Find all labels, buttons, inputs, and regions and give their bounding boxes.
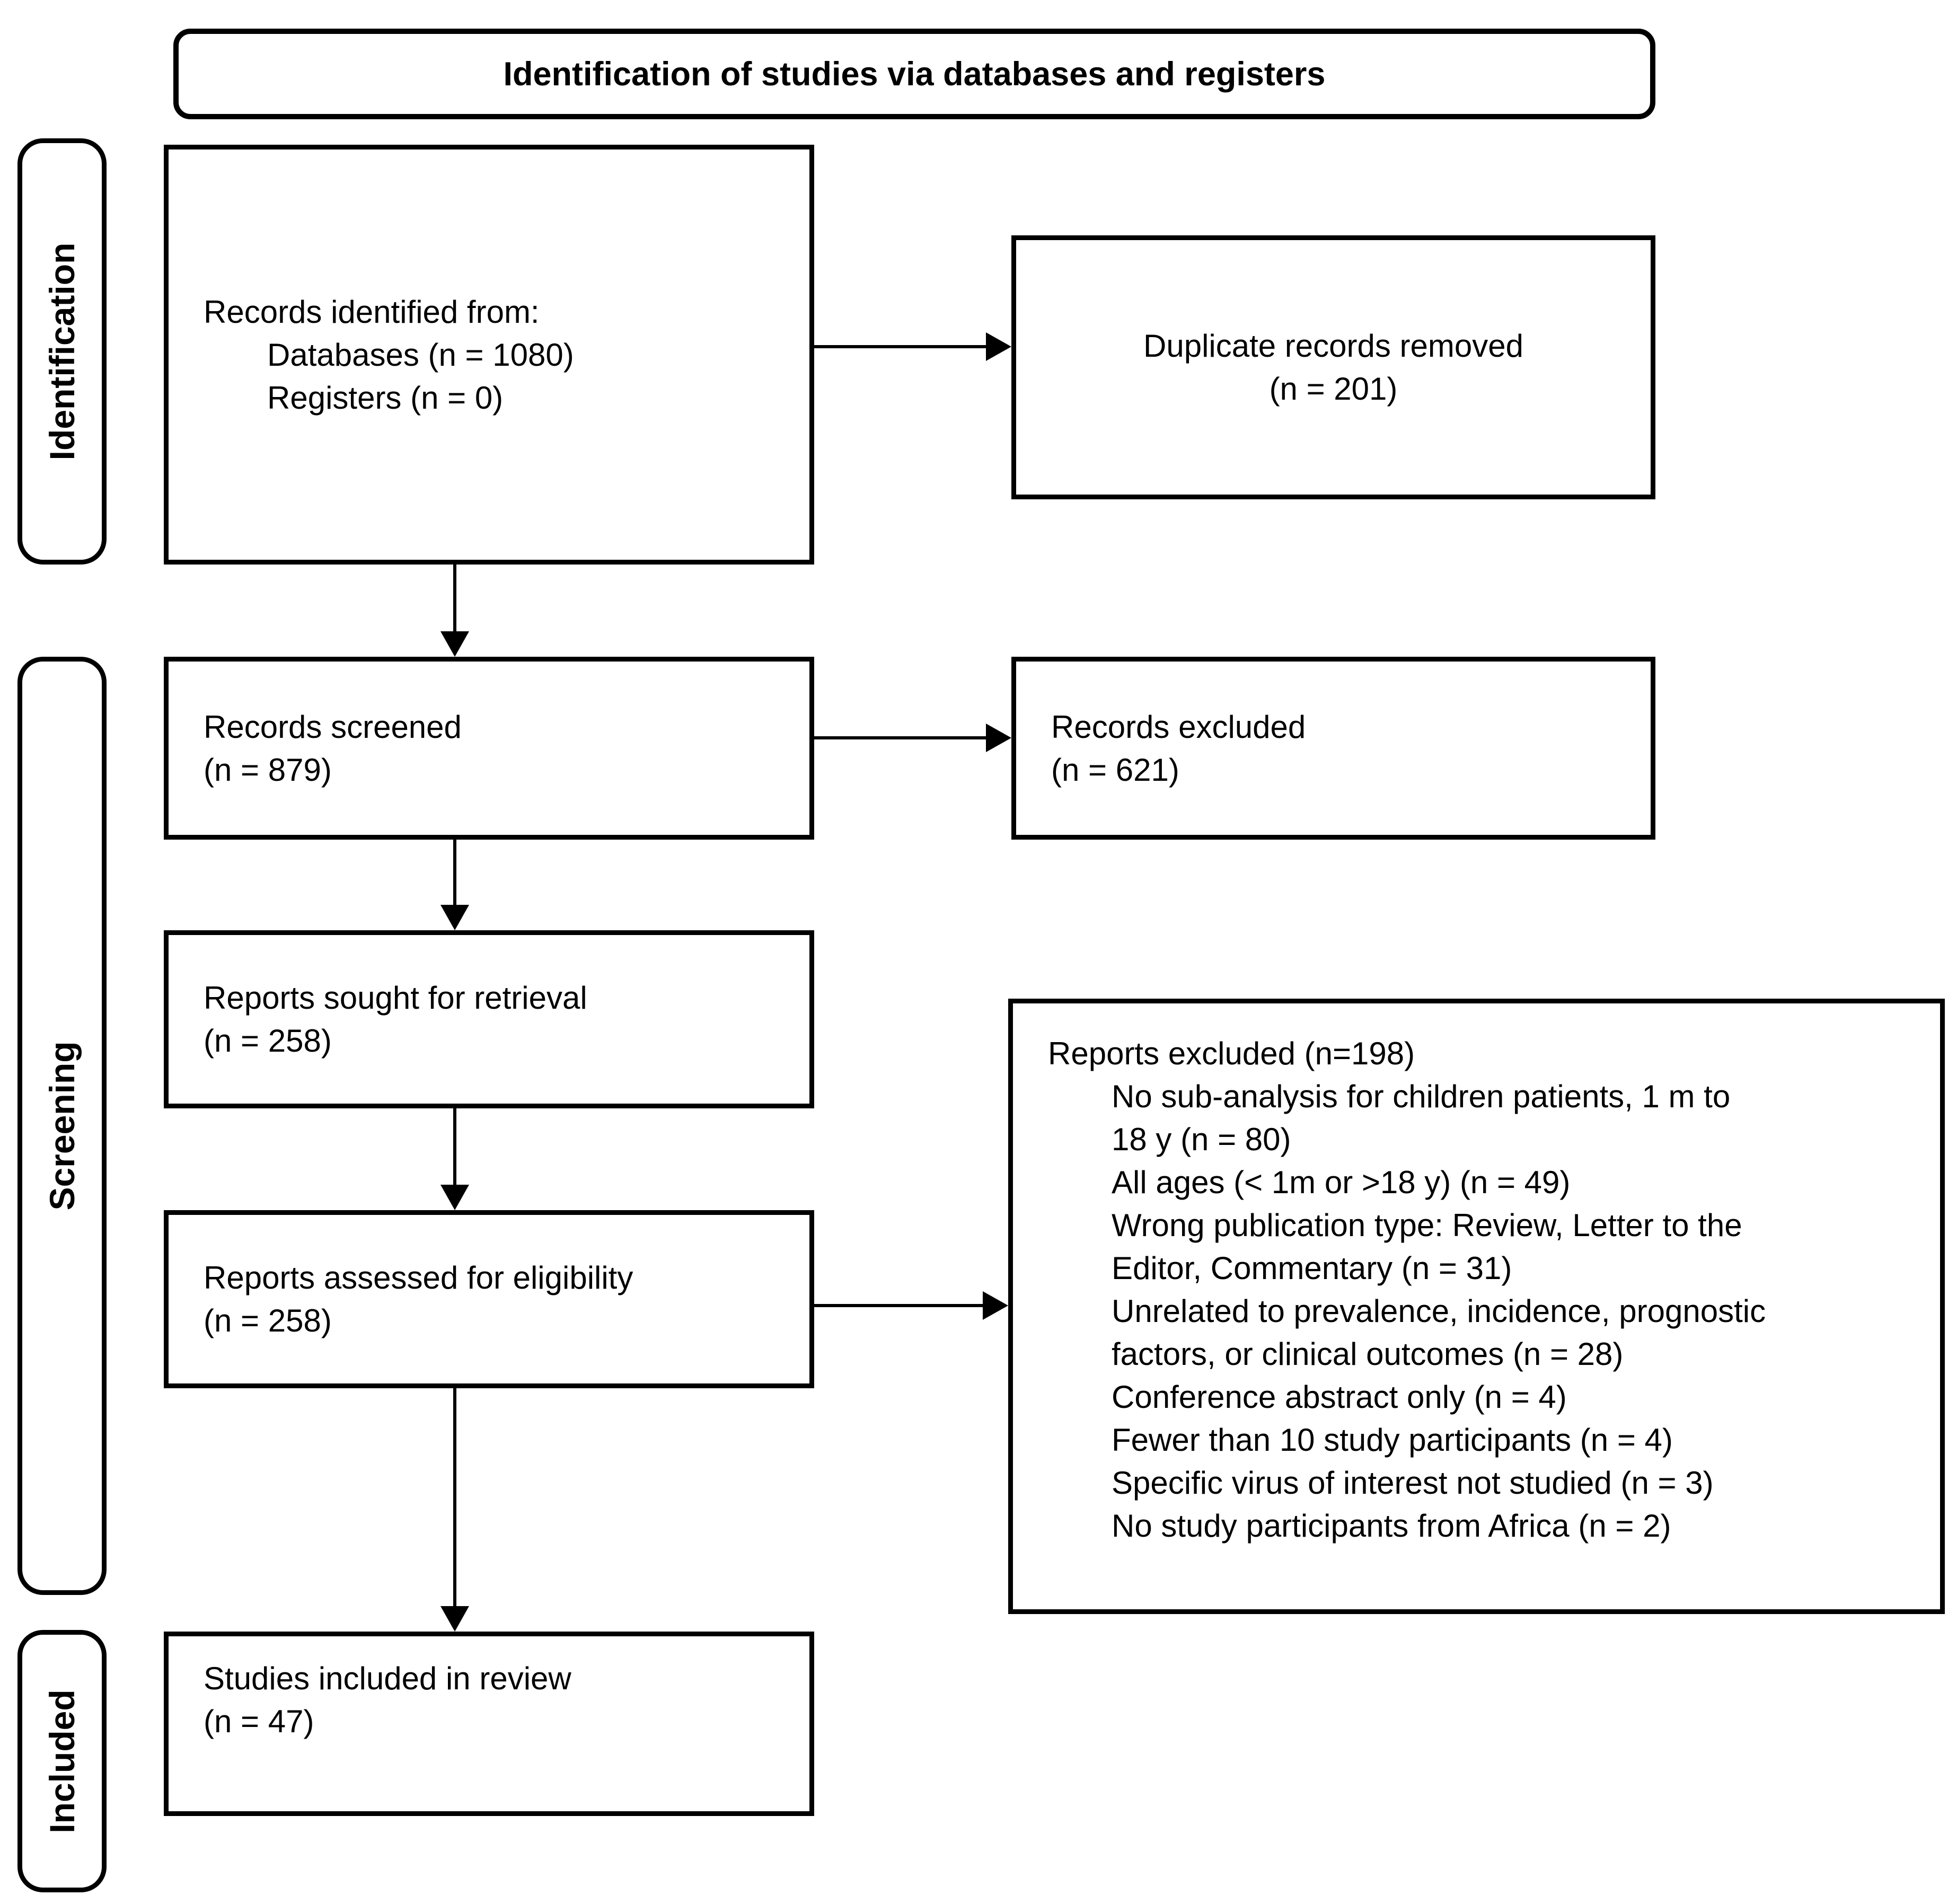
arrow-line: [453, 1108, 456, 1186]
arrow-line: [453, 565, 456, 634]
flow-box-reports-excluded: Reports excluded (n=198) No sub-analysis…: [1008, 999, 1945, 1614]
stage-label-screening: Screening: [17, 657, 107, 1595]
flow-box-studies-included: Studies included in review (n = 47): [164, 1632, 814, 1816]
records-identified-registers: Registers (n = 0): [267, 380, 504, 416]
reports-excluded-reason-7: Specific virus of interest not studied (…: [1112, 1465, 1714, 1501]
flow-box-records-screened: Records screened (n = 879): [164, 657, 814, 840]
reports-excluded-reason-1: No sub-analysis for children patients, 1…: [1112, 1079, 1731, 1157]
arrow-down-icon: [440, 1606, 469, 1632]
records-excluded-count: (n = 621): [1051, 752, 1179, 788]
records-identified-databases: Databases (n = 1080): [267, 337, 574, 373]
title-banner: Identification of studies via databases …: [173, 29, 1655, 119]
reports-sought-count: (n = 258): [204, 1023, 332, 1059]
reports-excluded-header: Reports excluded (n=198): [1048, 1036, 1415, 1071]
flow-box-reports-sought: Reports sought for retrieval (n = 258): [164, 930, 814, 1108]
records-excluded-line1: Records excluded: [1051, 709, 1306, 745]
stage-label-identification: Identification: [17, 138, 107, 565]
reports-excluded-reason-3: Wrong publication type: Review, Letter t…: [1112, 1207, 1742, 1286]
reports-assessed-count: (n = 258): [204, 1303, 332, 1338]
reports-excluded-reason-2: All ages (< 1m or >18 y) (n = 49): [1112, 1165, 1571, 1200]
duplicates-removed-line1: Duplicate records removed: [1143, 328, 1523, 364]
arrow-line: [814, 1304, 986, 1307]
reports-excluded-reason-8: No study participants from Africa (n = 2…: [1112, 1508, 1671, 1544]
reports-assessed-line1: Reports assessed for eligibility: [204, 1260, 633, 1295]
stage-label-screening-text: Screening: [42, 1041, 82, 1211]
arrow-right-icon: [983, 1291, 1008, 1320]
stage-label-included-text: Included: [42, 1689, 82, 1834]
flow-box-records-identified: Records identified from: Databases (n = …: [164, 145, 814, 565]
arrow-line: [814, 736, 989, 739]
arrow-down-icon: [440, 1185, 469, 1210]
flow-box-records-excluded: Records excluded (n = 621): [1011, 657, 1655, 840]
flow-box-reports-assessed: Reports assessed for eligibility (n = 25…: [164, 1210, 814, 1388]
reports-excluded-reason-6: Fewer than 10 study participants (n = 4): [1112, 1422, 1673, 1458]
duplicates-removed-count: (n = 201): [1269, 371, 1398, 407]
stage-label-included: Included: [17, 1630, 107, 1892]
reports-excluded-reason-4: Unrelated to prevalence, incidence, prog…: [1112, 1293, 1766, 1372]
arrow-right-icon: [986, 332, 1011, 361]
records-screened-line1: Records screened: [204, 709, 462, 745]
title-text: Identification of studies via databases …: [503, 55, 1326, 93]
arrow-line: [814, 345, 989, 348]
reports-excluded-reason-5: Conference abstract only (n = 4): [1112, 1379, 1567, 1415]
arrow-down-icon: [440, 905, 469, 930]
arrow-right-icon: [986, 724, 1011, 752]
arrow-down-icon: [440, 631, 469, 657]
records-screened-count: (n = 879): [204, 752, 332, 788]
records-identified-label: Records identified from:: [204, 294, 540, 330]
arrow-line: [453, 1388, 456, 1608]
reports-sought-line1: Reports sought for retrieval: [204, 980, 587, 1016]
stage-label-identification-text: Identification: [42, 242, 82, 461]
studies-included-count: (n = 47): [204, 1704, 314, 1739]
studies-included-line1: Studies included in review: [204, 1661, 571, 1696]
arrow-line: [453, 840, 456, 906]
flow-box-duplicates-removed: Duplicate records removed (n = 201): [1011, 235, 1655, 499]
